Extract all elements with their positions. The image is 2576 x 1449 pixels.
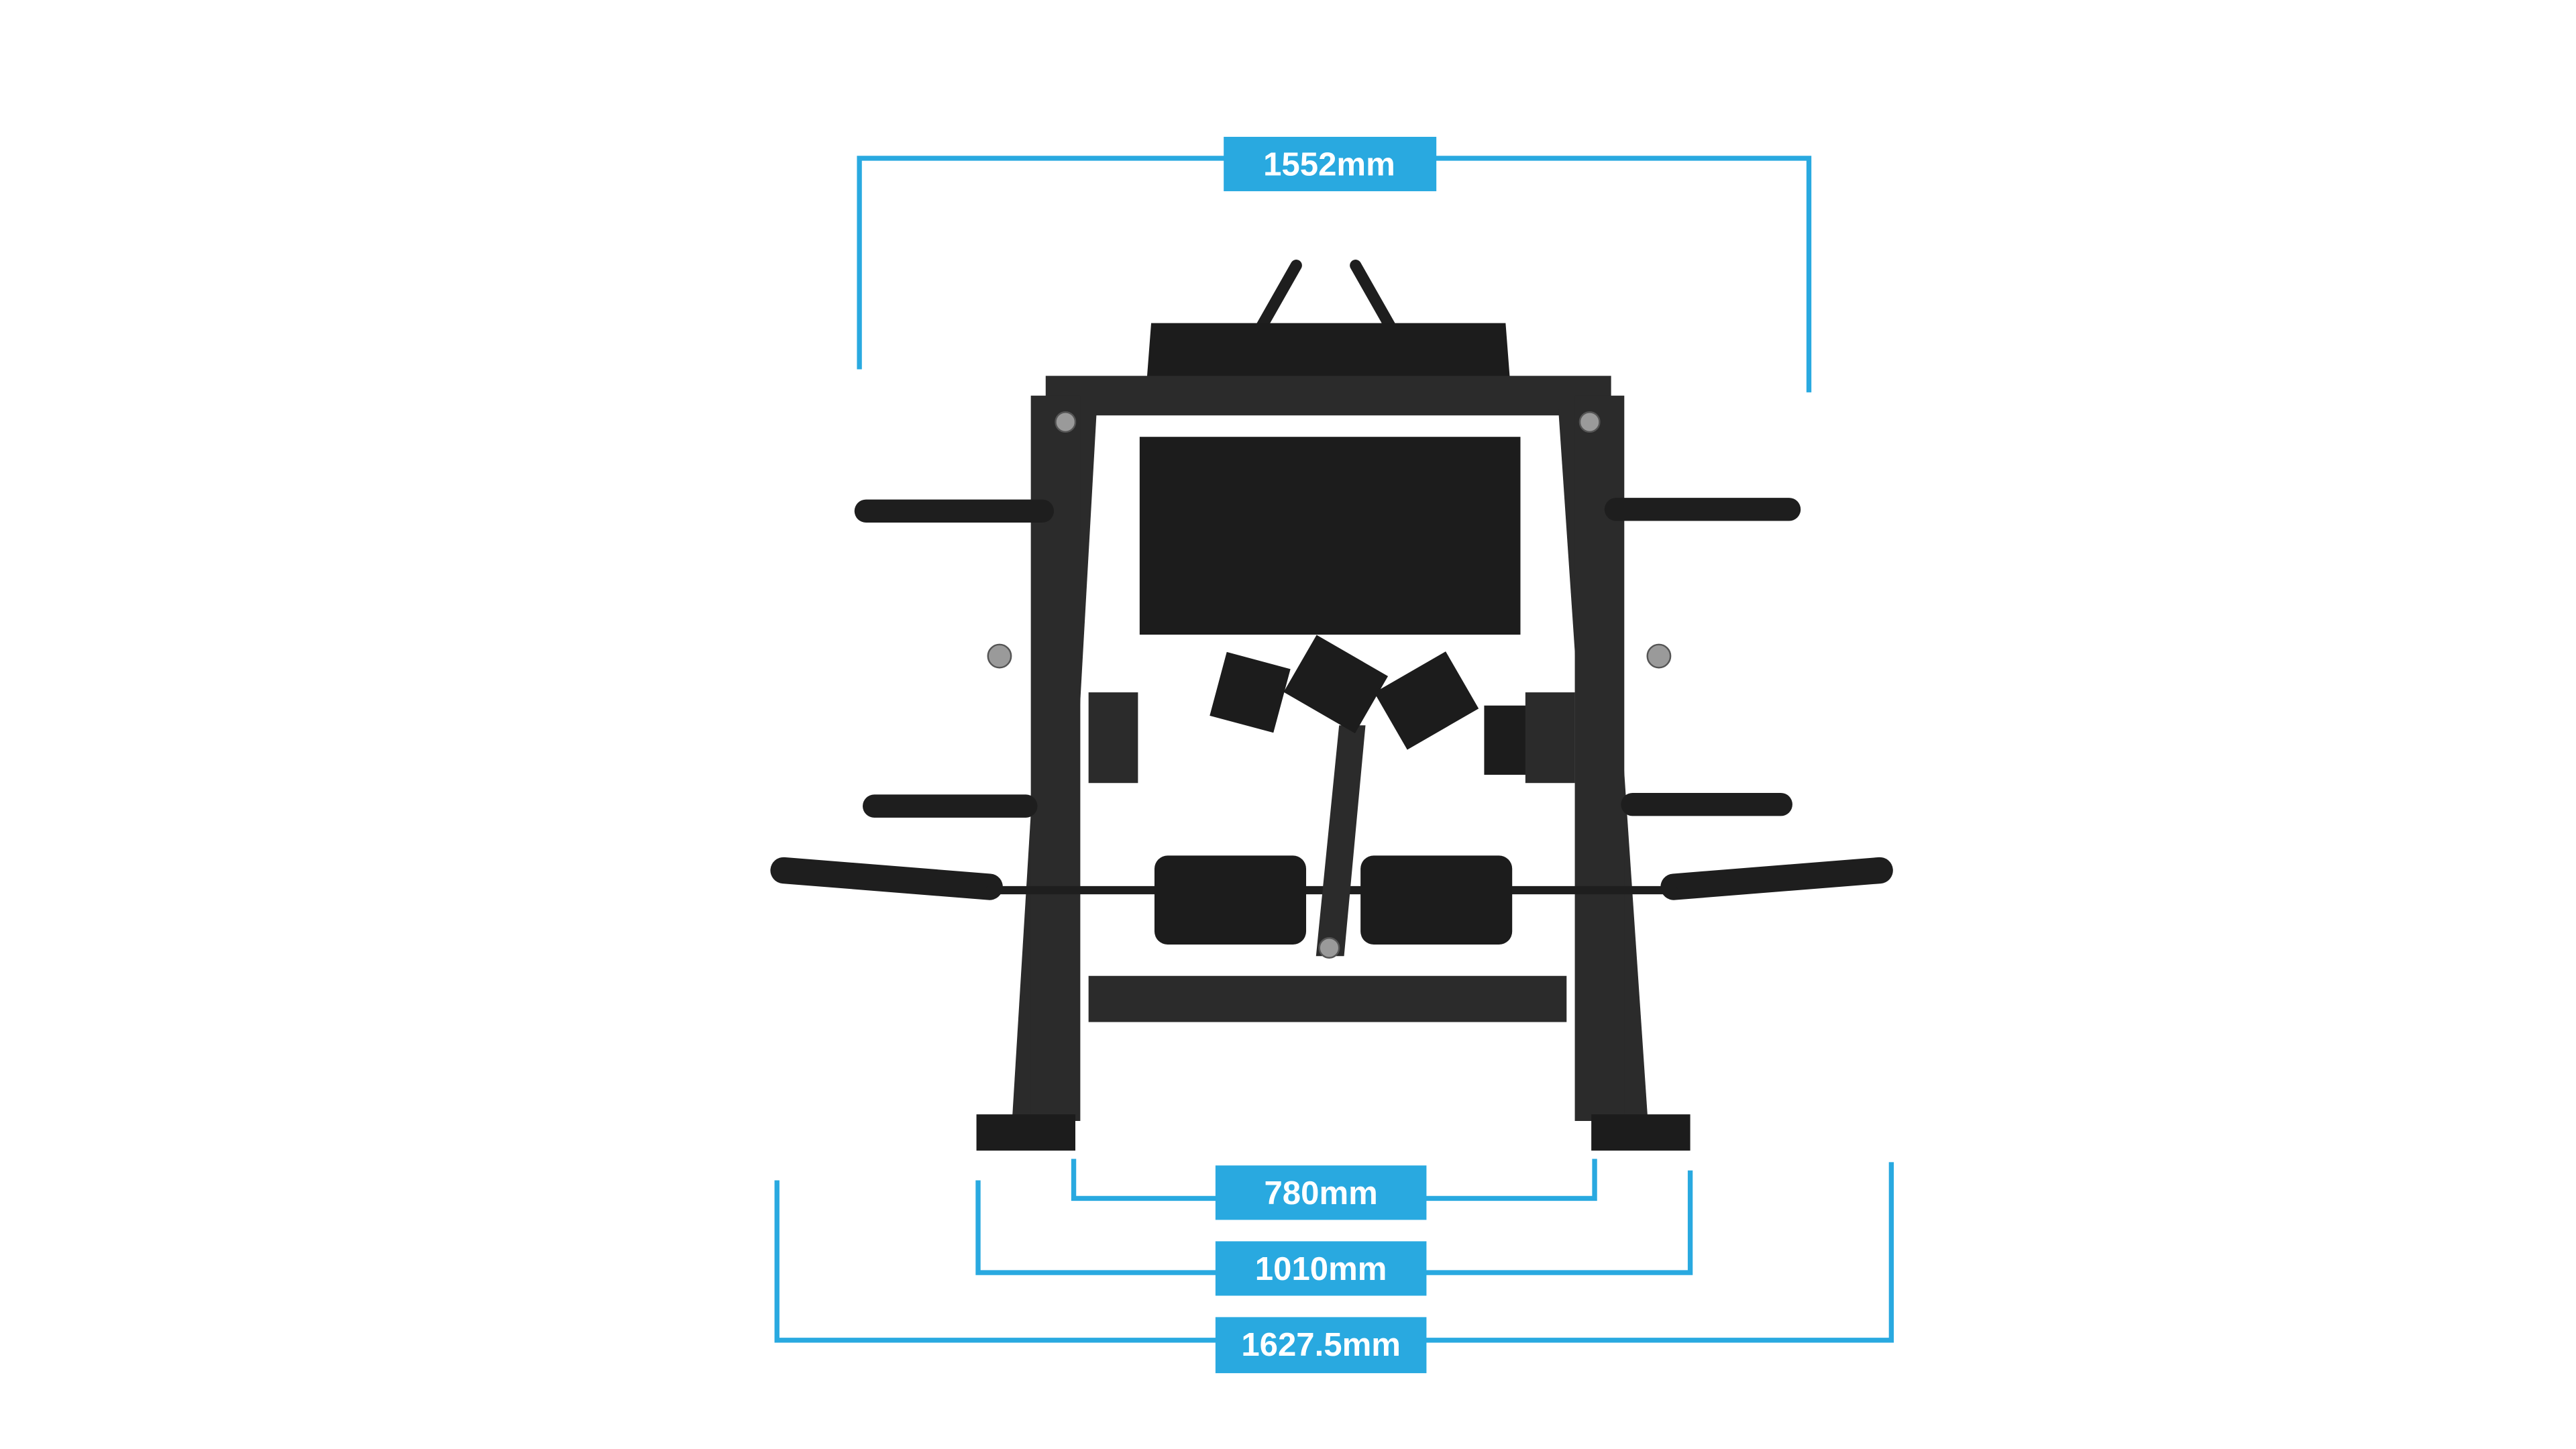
dimension-base-outer: 1010mm	[975, 1170, 1693, 1296]
top-crossbar	[1045, 376, 1611, 416]
roller-left	[1154, 855, 1307, 945]
bolt	[1055, 411, 1077, 433]
handle-pad-3	[1374, 651, 1479, 750]
bolt	[987, 643, 1012, 669]
foot-right	[1591, 1114, 1690, 1151]
dimension-top: 1552mm	[857, 136, 1812, 392]
top-handle-right	[1350, 260, 1396, 333]
label-overall-width: 1627.5mm	[1241, 1327, 1401, 1363]
center-arm	[1316, 725, 1366, 957]
dimension-base-inner: 780mm	[1071, 1159, 1597, 1220]
foot-left	[976, 1114, 1076, 1151]
dimension-overall: 1627.5mm	[774, 1162, 1894, 1373]
bolt	[1578, 411, 1601, 433]
bracket-left	[1088, 692, 1138, 784]
label-base-inner: 780mm	[1264, 1175, 1377, 1212]
base-crossbar	[1088, 975, 1567, 1022]
top-handle-left	[1256, 260, 1302, 333]
horn-lower-right	[1660, 857, 1893, 900]
handle-pad-2	[1283, 635, 1389, 734]
label-top-width: 1552mm	[1263, 147, 1395, 183]
bracket-right	[1525, 692, 1575, 784]
back-pad	[1139, 437, 1521, 635]
horn-lower-left	[770, 857, 1003, 900]
handle-pad-1	[1210, 651, 1291, 733]
machine-illustration	[770, 260, 1893, 1151]
roller-right	[1360, 855, 1513, 945]
bolt	[1646, 643, 1672, 669]
bolt	[1318, 936, 1340, 959]
label-base-outer: 1010mm	[1255, 1251, 1387, 1287]
